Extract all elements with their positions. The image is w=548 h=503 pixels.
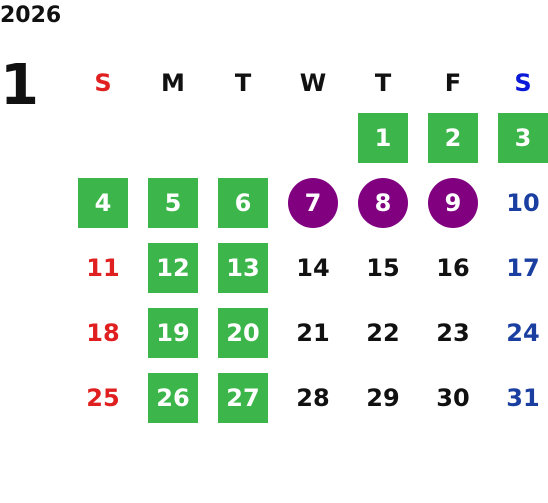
green-day-highlight: 4 (78, 177, 128, 228)
day-cell[interactable]: 19 (138, 300, 208, 365)
empty-cell (68, 105, 138, 170)
weekday-tuesday: T (234, 68, 252, 97)
day-cell[interactable]: 12 (138, 235, 208, 300)
weekday-saturday: S (514, 68, 532, 97)
day-cell[interactable]: 26 (138, 365, 208, 430)
day-cell[interactable]: 16 (418, 235, 488, 300)
day-number: 17 (506, 253, 540, 282)
green-day-highlight: 27 (218, 372, 268, 423)
day-cell[interactable]: 7 (278, 170, 348, 235)
green-day-highlight: 13 (218, 242, 268, 293)
day-cell[interactable]: 15 (348, 235, 418, 300)
day-number (218, 113, 268, 163)
day-number: 10 (506, 188, 540, 217)
day-cell[interactable]: 6 (208, 170, 278, 235)
green-day-highlight: 19 (148, 307, 198, 358)
day-cell[interactable]: 24 (488, 300, 548, 365)
day-cell[interactable]: 23 (418, 300, 488, 365)
green-day-highlight: 3 (498, 112, 548, 163)
day-cell[interactable]: 9 (418, 170, 488, 235)
weekday-thursday: T (374, 68, 392, 97)
weekday-header-row: S M T W T F S (68, 60, 548, 105)
day-cell[interactable]: 18 (68, 300, 138, 365)
day-cell[interactable]: 17 (488, 235, 548, 300)
day-cell[interactable]: 10 (488, 170, 548, 235)
weekday-monday: M (161, 68, 185, 97)
day-number (288, 113, 338, 163)
week-row: 11 12 13 14 15 16 17 (68, 235, 548, 300)
day-cell[interactable]: 13 (208, 235, 278, 300)
day-cell[interactable]: 11 (68, 235, 138, 300)
week-row: 18 19 20 21 22 23 24 (68, 300, 548, 365)
weekday-sunday: S (94, 68, 112, 97)
day-number: 29 (366, 383, 400, 412)
day-cell[interactable]: 22 (348, 300, 418, 365)
day-cell[interactable]: 2 (418, 105, 488, 170)
month-number: 1 (0, 53, 39, 118)
day-number (148, 113, 198, 163)
day-cell[interactable]: 4 (68, 170, 138, 235)
day-cell[interactable]: 21 (278, 300, 348, 365)
day-number: 25 (86, 383, 120, 412)
year-label: 2026 (0, 3, 62, 28)
weekday-wednesday: W (299, 68, 327, 97)
purple-day-highlight: 8 (358, 177, 408, 228)
day-cell[interactable]: 3 (488, 105, 548, 170)
day-cell[interactable]: 14 (278, 235, 348, 300)
empty-cell (278, 105, 348, 170)
day-cell[interactable]: 20 (208, 300, 278, 365)
day-cell[interactable]: 25 (68, 365, 138, 430)
green-day-highlight: 6 (218, 177, 268, 228)
green-day-highlight: 5 (148, 177, 198, 228)
green-day-highlight: 1 (358, 112, 408, 163)
day-cell[interactable]: 8 (348, 170, 418, 235)
green-day-highlight: 12 (148, 242, 198, 293)
day-number: 11 (86, 253, 120, 282)
day-cell[interactable]: 29 (348, 365, 418, 430)
day-number: 16 (436, 253, 470, 282)
day-number: 31 (506, 383, 540, 412)
green-day-highlight: 20 (218, 307, 268, 358)
day-number (78, 113, 128, 163)
week-row: 25 26 27 28 29 30 31 (68, 365, 548, 430)
day-cell[interactable]: 31 (488, 365, 548, 430)
purple-day-highlight: 9 (428, 177, 478, 228)
green-day-highlight: 26 (148, 372, 198, 423)
weekday-friday: F (444, 68, 462, 97)
day-number: 24 (506, 318, 540, 347)
purple-day-highlight: 7 (288, 177, 338, 228)
empty-cell (208, 105, 278, 170)
day-cell[interactable]: 30 (418, 365, 488, 430)
day-number: 14 (296, 253, 330, 282)
green-day-highlight: 2 (428, 112, 478, 163)
day-number: 23 (436, 318, 470, 347)
day-cell[interactable]: 5 (138, 170, 208, 235)
day-number: 21 (296, 318, 330, 347)
day-number: 30 (436, 383, 470, 412)
day-number: 28 (296, 383, 330, 412)
day-number: 15 (366, 253, 400, 282)
empty-cell (138, 105, 208, 170)
day-cell[interactable]: 1 (348, 105, 418, 170)
day-number: 22 (366, 318, 400, 347)
day-cell[interactable]: 27 (208, 365, 278, 430)
day-number: 18 (86, 318, 120, 347)
day-cell[interactable]: 28 (278, 365, 348, 430)
